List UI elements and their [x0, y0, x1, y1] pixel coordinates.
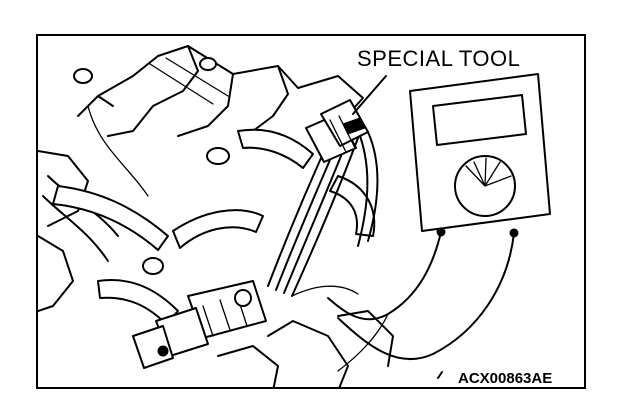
figure-code: ACX00863AE: [458, 370, 553, 387]
sensor-assembly: [132, 280, 267, 369]
callout-leader: [352, 75, 387, 115]
diagram-frame: SPECIAL TOOL ACX00863AE: [36, 34, 586, 389]
reference-tick: [437, 371, 443, 379]
engine-block: [38, 45, 394, 387]
special-tool-label: SPECIAL TOOL: [357, 46, 521, 71]
test-leads: [327, 231, 515, 372]
multimeter: [409, 73, 551, 238]
engine-hoses: [52, 128, 376, 325]
engine-harness-illustration: [38, 45, 551, 387]
